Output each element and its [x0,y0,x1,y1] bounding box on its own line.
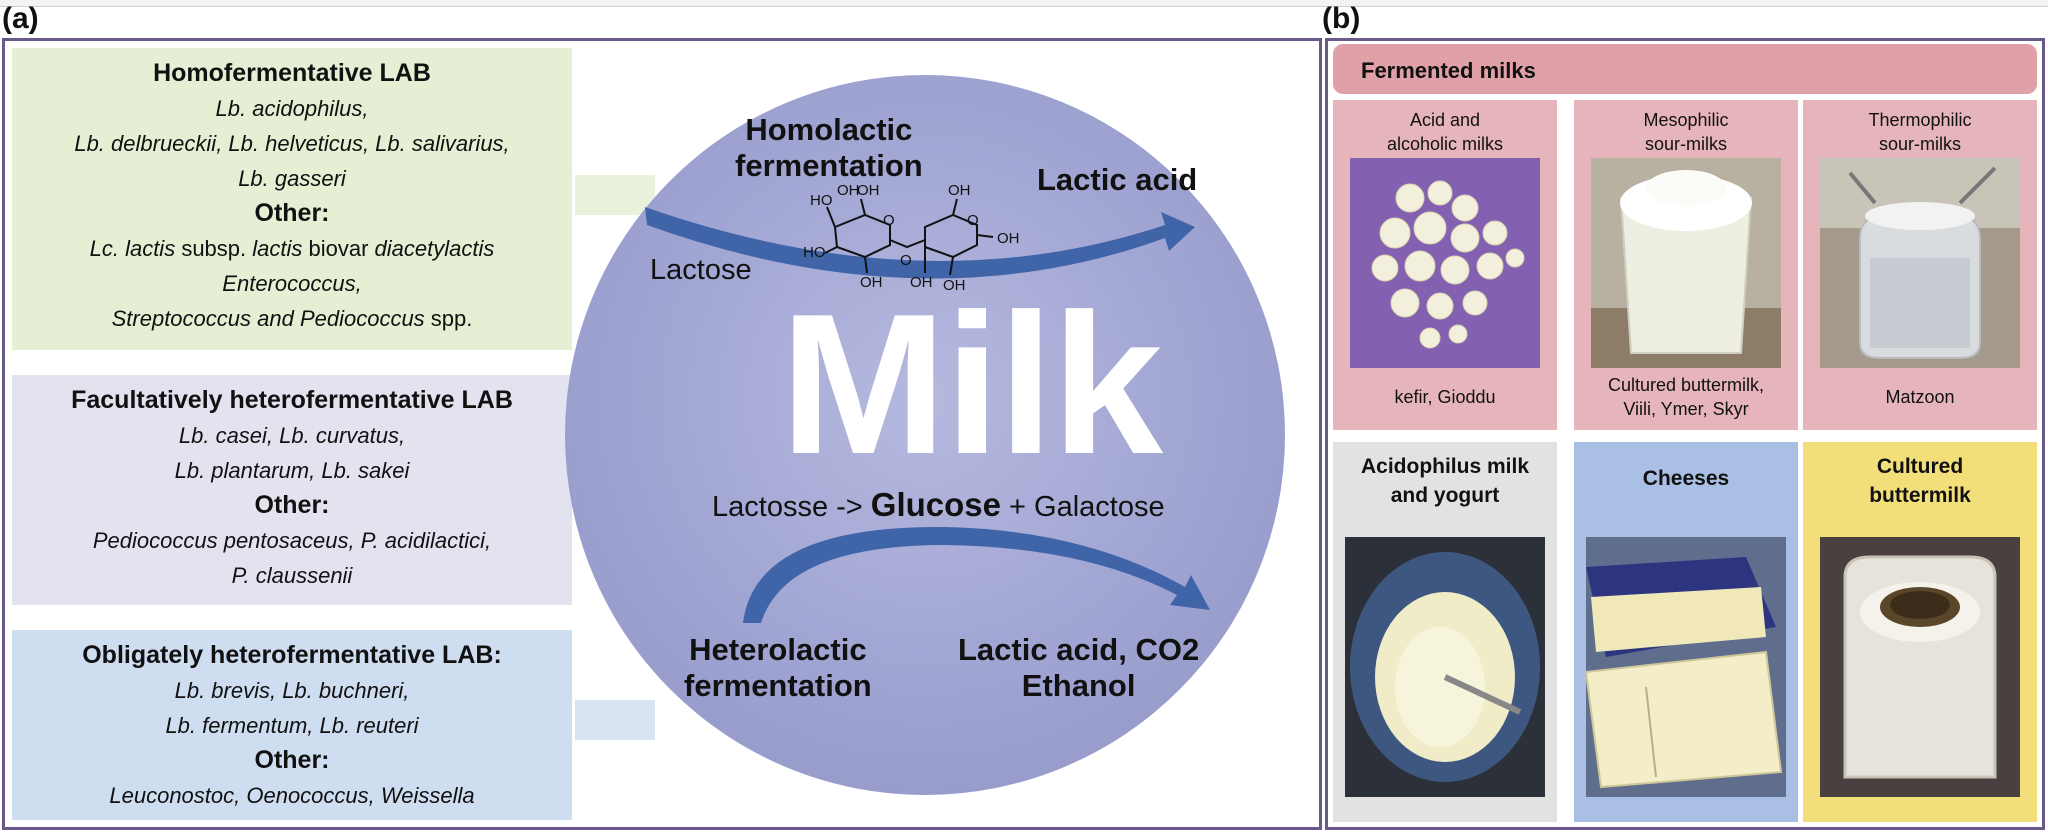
svg-text:OH: OH [948,182,971,199]
homolactic-label: Homolactic fermentation [735,112,923,184]
svg-text:OH: OH [860,274,883,291]
facultative-line: Lb. plantarum, Lb. sakei [174,458,410,483]
facultative-other-line: P. claussenii [231,563,353,588]
homofermentative-other-label: Other: [254,199,330,227]
obligate-line: Lb. fermentum, Lb. reuteri [165,713,419,738]
facultative-other-label: Other: [254,491,330,519]
card-caption: Matzoon [1885,387,1955,407]
facultative-title: Facultatively heterofermentative LAB [71,386,513,414]
homolactic-line: fermentation [735,148,923,183]
svg-text:OH: OH [837,182,860,199]
homofermentative-box: Homofermentative LAB Lb. acidophilus, Lb… [12,48,572,350]
obligate-other-label: Other: [254,746,330,774]
facultative-box: Facultatively heterofermentative LAB Lb.… [12,375,572,605]
connector-homo [575,175,655,215]
homofermentative-other-line: Enterococcus, [222,271,362,296]
yogurt-photo [1345,537,1545,797]
molecule-labels: HO OH OH HO OH O O OH OH O OH OH [803,182,1020,294]
svg-text:OH: OH [943,277,966,294]
obligate-title: Obligately heterofermentative LAB: [82,641,502,669]
sour-milk-photo [1591,158,1781,368]
svg-text:OH: OH [910,274,933,291]
hetero-products-label: Lactic acid, CO2 Ethanol [958,632,1199,704]
svg-text:HO: HO [810,192,833,209]
fermentation-diagram: HO OH OH HO OH O O OH OH O OH OH [645,182,1210,623]
top-strip [0,0,2048,7]
homolactic-line: Homolactic [745,112,913,147]
products-line: Lactic acid, CO2 [958,632,1200,667]
buttermilk-photo [1820,537,2020,797]
kefir-photo [1350,158,1540,368]
panel-b-label: (b) [1322,2,1361,35]
homofermentative-other-line: Lc. lactis subsp. lactis biovar diacetyl… [89,236,495,261]
card-caption: kefir, Gioddu [1394,387,1496,407]
svg-text:OH: OH [857,182,880,199]
facultative-line: Lb. casei, Lb. curvatus, [178,423,406,448]
homofermentative-other-line: Streptococcus and Pediococcus spp. [111,306,473,331]
glucose-equation: Lactosse -> Glucose + Galactose [712,486,1165,523]
heterolactic-label: Heterolactic fermentation [684,632,872,704]
facultative-other-line: Pediococcus pentosaceus, P. acidilactici… [92,528,492,553]
fermented-milks-header: Fermented milks [1333,44,2037,94]
card-caption: Cultured buttermilk,Viili, Ymer, Skyr [1607,375,1765,419]
svg-text:O: O [900,252,912,269]
panel-b-frame [1325,38,2045,830]
milk-circle [565,75,1285,795]
svg-text:O: O [967,212,979,229]
svg-text:OH: OH [997,230,1020,247]
connector-obligate [575,700,655,740]
homofermentative-line: Lb. delbrueckii, Lb. helveticus, Lb. sal… [74,131,510,156]
svg-text:HO: HO [803,244,826,261]
heterolactic-line: fermentation [684,668,872,703]
obligate-line: Lb. brevis, Lb. buchneri, [174,678,410,703]
homofermentative-line: Lb. gasseri [238,166,346,191]
products-line: Ethanol [1021,668,1136,703]
panel-a-label: (a) [2,2,39,35]
homofermentative-line: Lb. acidophilus, [215,96,369,121]
obligate-box: Obligately heterofermentative LAB: Lb. b… [12,630,572,820]
cheese-photo [1586,537,1786,797]
card-cheeses: Cheeses [1574,442,1798,822]
panel-a-frame [2,38,1322,830]
heterolactic-arrow [743,526,1210,623]
card-title: Cheeses [1642,467,1730,490]
matzoon-photo [1820,158,2020,368]
obligate-other-line: Leuconostoc, Oenococcus, Weissella [109,783,475,808]
svg-text:O: O [883,212,895,229]
milk-label: Milk [780,273,1163,496]
homofermentative-title: Homofermentative LAB [153,59,431,87]
lactose-molecule [824,198,994,276]
lactic-acid-label: Lactic acid [1037,162,1198,197]
lactose-label: Lactose [650,254,752,286]
homolactic-arrow [645,207,1195,279]
heterolactic-line: Heterolactic [689,632,867,667]
